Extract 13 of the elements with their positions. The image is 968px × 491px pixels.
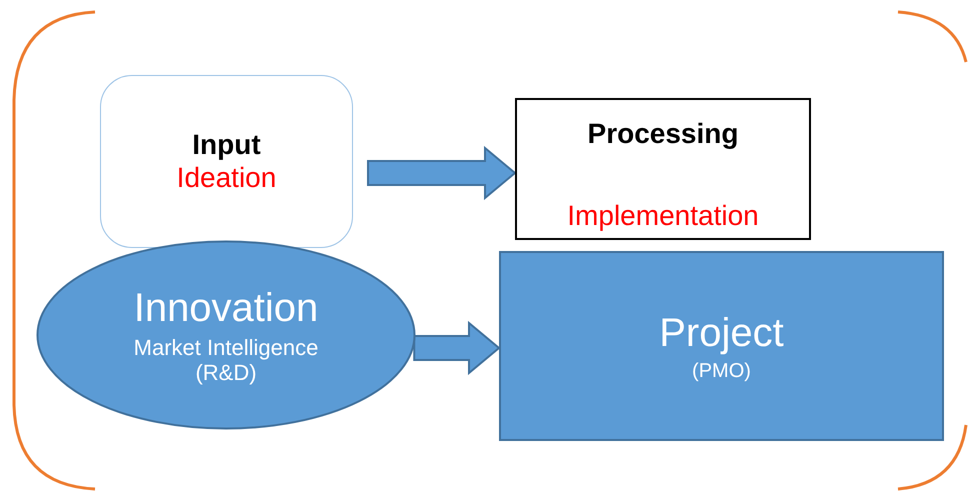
block-arrow xyxy=(413,320,501,376)
node-title: Processing xyxy=(588,118,738,150)
rounded-box xyxy=(100,75,353,248)
process-box xyxy=(515,98,811,240)
node-subtitle: Ideation xyxy=(176,162,276,194)
node-subtitle: (PMO) xyxy=(692,360,751,382)
block-arrow xyxy=(367,146,517,200)
node-title: Innovation xyxy=(134,284,318,331)
node-title: Input xyxy=(192,129,261,162)
node-subtitle: Market Intelligence (R&D) xyxy=(132,334,320,386)
node-subtitle: Implementation xyxy=(567,200,759,232)
project-box xyxy=(499,251,944,441)
node-title: Project xyxy=(659,310,784,356)
